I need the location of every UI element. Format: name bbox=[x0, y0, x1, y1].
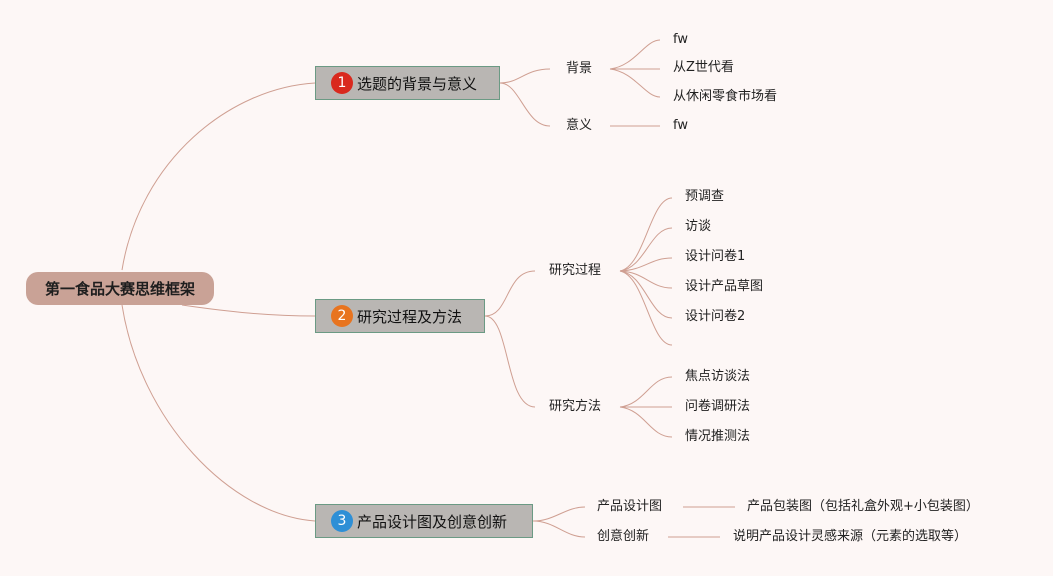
leaf-node[interactable]: 预调查 bbox=[685, 189, 725, 204]
number-badge-icon: 2 bbox=[331, 305, 353, 327]
subtopic-background[interactable]: 背景 bbox=[566, 61, 593, 76]
leaf-node[interactable]: fw bbox=[673, 118, 688, 133]
leaf-node[interactable]: 设计问卷1 bbox=[685, 249, 746, 264]
leaf-node[interactable]: 从Z世代看 bbox=[673, 60, 734, 75]
leaf-node[interactable]: 问卷调研法 bbox=[685, 399, 751, 414]
subtopic-research-methods[interactable]: 研究方法 bbox=[549, 399, 602, 414]
number-badge-icon: 1 bbox=[331, 72, 353, 94]
leaf-node[interactable]: 说明产品设计灵感来源（元素的选取等） bbox=[733, 529, 968, 544]
subtopic-product-design[interactable]: 产品设计图 bbox=[597, 499, 663, 514]
leaf-node[interactable]: 访谈 bbox=[685, 219, 712, 234]
subtopic-research-process[interactable]: 研究过程 bbox=[549, 263, 602, 278]
leaf-node[interactable]: fw bbox=[673, 32, 688, 47]
subtopic-significance[interactable]: 意义 bbox=[566, 118, 593, 133]
leaf-node[interactable]: 焦点访谈法 bbox=[685, 369, 751, 384]
topic-background-significance[interactable]: 1 选题的背景与意义 bbox=[315, 66, 500, 100]
root-node[interactable]: 第一食品大赛思维框架 bbox=[26, 272, 214, 305]
leaf-node[interactable]: 产品包装图（包括礼盒外观+小包装图） bbox=[747, 499, 979, 514]
topic-label: 产品设计图及创意创新 bbox=[357, 512, 508, 531]
topic-label: 选题的背景与意义 bbox=[357, 74, 478, 93]
subtopic-creative-innovation[interactable]: 创意创新 bbox=[597, 529, 650, 544]
number-badge-icon: 3 bbox=[331, 510, 353, 532]
leaf-node[interactable]: 设计问卷2 bbox=[685, 309, 746, 324]
leaf-node[interactable]: 情况推测法 bbox=[685, 429, 751, 444]
topic-product-design-innovation[interactable]: 3 产品设计图及创意创新 bbox=[315, 504, 533, 538]
topic-label: 研究过程及方法 bbox=[357, 307, 463, 326]
leaf-node[interactable]: 从休闲零食市场看 bbox=[673, 89, 778, 104]
topic-research-process-methods[interactable]: 2 研究过程及方法 bbox=[315, 299, 485, 333]
leaf-node[interactable]: 设计产品草图 bbox=[685, 279, 764, 294]
